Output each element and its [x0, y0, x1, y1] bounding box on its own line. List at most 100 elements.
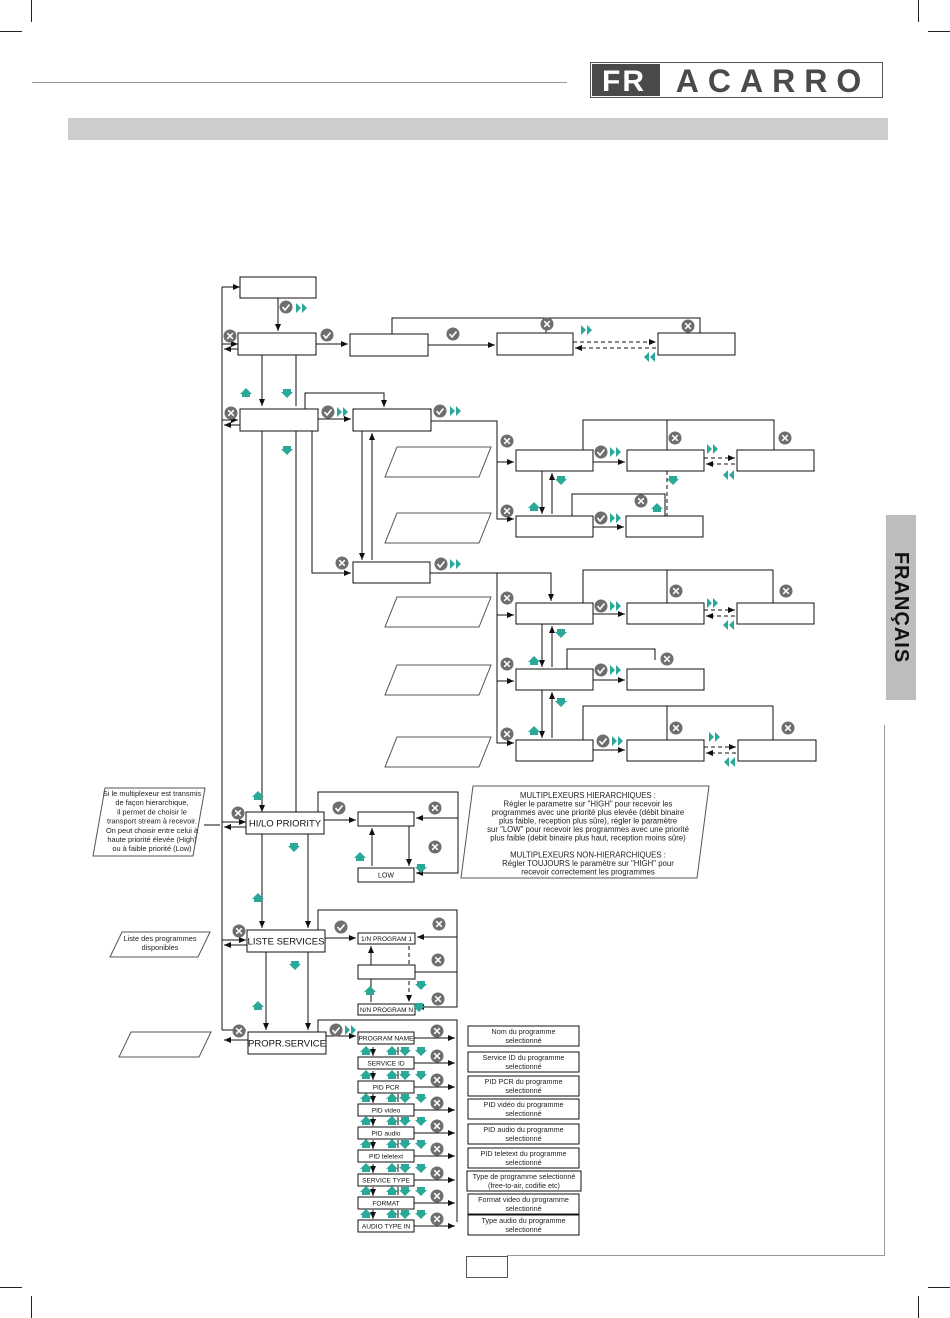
up-arrow-icon[interactable] — [360, 1070, 372, 1079]
down-arrow-icon[interactable] — [555, 698, 567, 707]
property-desc-7[interactable] — [467, 1193, 580, 1215]
up-arrow-icon[interactable] — [386, 1186, 398, 1195]
x-circle-icon[interactable] — [430, 1119, 444, 1133]
down-arrow-icon[interactable] — [415, 1047, 427, 1056]
property-desc-2[interactable] — [467, 1075, 580, 1097]
double-chevron-right-icon[interactable] — [707, 598, 718, 608]
check-circle-icon[interactable] — [446, 327, 460, 341]
x-circle-icon[interactable] — [660, 652, 674, 666]
down-arrow-icon[interactable] — [399, 1187, 411, 1196]
x-circle-icon[interactable] — [500, 504, 514, 518]
menu-box-3c[interactable] — [736, 449, 815, 472]
property-6[interactable]: SERVICE TYPE — [357, 1173, 415, 1187]
x-circle-icon[interactable] — [634, 494, 648, 508]
x-circle-icon[interactable] — [428, 840, 442, 854]
menu-box-2a[interactable] — [352, 408, 432, 432]
property-desc-1[interactable] — [467, 1051, 580, 1073]
menu-box-1[interactable] — [237, 332, 317, 356]
double-chevron-left-icon[interactable] — [723, 470, 734, 480]
menu-box-top[interactable] — [239, 276, 317, 299]
double-chevron-right-icon[interactable] — [450, 406, 461, 416]
x-circle-icon[interactable] — [224, 406, 238, 420]
x-circle-icon[interactable] — [500, 591, 514, 605]
down-arrow-icon[interactable] — [281, 446, 293, 455]
up-arrow-icon[interactable] — [360, 1046, 372, 1055]
double-chevron-right-icon[interactable] — [450, 559, 461, 569]
down-arrow-icon[interactable] — [415, 1094, 427, 1103]
menu-box-4e[interactable] — [626, 668, 705, 691]
x-circle-icon[interactable] — [500, 727, 514, 741]
property-desc-4[interactable] — [467, 1123, 580, 1145]
menu-box-4b[interactable] — [626, 602, 705, 625]
property-7[interactable]: FORMAT — [357, 1196, 415, 1210]
down-arrow-icon[interactable] — [415, 1140, 427, 1149]
double-chevron-right-icon[interactable] — [610, 665, 621, 675]
property-desc-5[interactable] — [467, 1147, 580, 1169]
double-chevron-right-icon[interactable] — [610, 513, 621, 523]
down-arrow-icon[interactable] — [399, 1210, 411, 1219]
x-circle-icon[interactable] — [500, 434, 514, 448]
down-arrow-icon[interactable] — [288, 843, 300, 852]
program-1-box[interactable]: 1/N PROGRAM 1 — [357, 932, 416, 945]
program-n-box[interactable]: N/N PROGRAM N — [357, 1003, 416, 1016]
up-arrow-icon[interactable] — [386, 1116, 398, 1125]
double-chevron-right-icon[interactable] — [612, 736, 623, 746]
menu-box-4c[interactable] — [736, 602, 815, 625]
menu-box-4g[interactable] — [626, 739, 705, 762]
menu-box-4f[interactable] — [515, 739, 594, 762]
x-circle-icon[interactable] — [668, 431, 682, 445]
up-arrow-icon[interactable] — [528, 502, 540, 511]
property-desc-3[interactable] — [467, 1098, 580, 1120]
x-circle-icon[interactable] — [430, 1189, 444, 1203]
check-circle-icon[interactable] — [596, 734, 610, 748]
x-circle-icon[interactable] — [669, 584, 683, 598]
down-arrow-icon[interactable] — [399, 1164, 411, 1173]
x-circle-icon[interactable] — [540, 317, 554, 331]
double-chevron-left-icon[interactable] — [724, 757, 735, 767]
double-chevron-right-icon[interactable] — [610, 447, 621, 457]
menu-box-3a[interactable] — [515, 449, 594, 472]
up-arrow-icon[interactable] — [360, 1116, 372, 1125]
x-circle-icon[interactable] — [335, 556, 349, 570]
double-chevron-right-icon[interactable] — [296, 303, 307, 313]
up-arrow-icon[interactable] — [252, 1001, 264, 1010]
property-desc-6[interactable] — [466, 1170, 582, 1192]
up-arrow-icon[interactable] — [386, 1163, 398, 1172]
double-chevron-right-icon[interactable] — [345, 1025, 356, 1035]
down-arrow-icon[interactable] — [399, 1094, 411, 1103]
down-arrow-icon[interactable] — [415, 1117, 427, 1126]
down-arrow-icon[interactable] — [415, 981, 427, 990]
property-1[interactable]: SERVICE ID — [357, 1056, 415, 1070]
hilo-option-high[interactable] — [357, 811, 415, 827]
up-arrow-icon[interactable] — [360, 1209, 372, 1218]
language-tab[interactable]: FRANÇAIS — [886, 515, 916, 700]
propr-service-box[interactable]: PROPR.SERVICE — [247, 1031, 327, 1055]
check-circle-icon[interactable] — [594, 663, 608, 677]
up-arrow-icon[interactable] — [528, 726, 540, 735]
double-chevron-right-icon[interactable] — [581, 325, 592, 335]
menu-box-3d[interactable] — [515, 515, 594, 538]
x-circle-icon[interactable] — [500, 657, 514, 671]
x-circle-icon[interactable] — [232, 924, 246, 938]
check-circle-icon[interactable] — [594, 445, 608, 459]
x-circle-icon[interactable] — [431, 953, 445, 967]
x-circle-icon[interactable] — [430, 1073, 444, 1087]
x-circle-icon[interactable] — [430, 1096, 444, 1110]
double-chevron-right-icon[interactable] — [707, 444, 718, 454]
down-arrow-icon[interactable] — [399, 1071, 411, 1080]
menu-box-4a[interactable] — [515, 602, 594, 625]
menu-box-3b[interactable] — [626, 449, 705, 472]
double-chevron-right-icon[interactable] — [709, 732, 720, 742]
check-circle-icon[interactable] — [321, 405, 335, 419]
up-arrow-icon[interactable] — [360, 1186, 372, 1195]
down-arrow-icon[interactable] — [415, 1187, 427, 1196]
menu-box-3e[interactable] — [625, 515, 704, 538]
down-arrow-icon[interactable] — [415, 1071, 427, 1080]
up-arrow-icon[interactable] — [360, 1163, 372, 1172]
up-arrow-icon[interactable] — [252, 893, 264, 902]
up-arrow-icon[interactable] — [651, 503, 663, 512]
x-circle-icon[interactable] — [432, 917, 446, 931]
down-arrow-icon[interactable] — [415, 864, 427, 873]
property-2[interactable]: PID PCR — [357, 1080, 415, 1094]
double-chevron-right-icon[interactable] — [337, 407, 348, 417]
